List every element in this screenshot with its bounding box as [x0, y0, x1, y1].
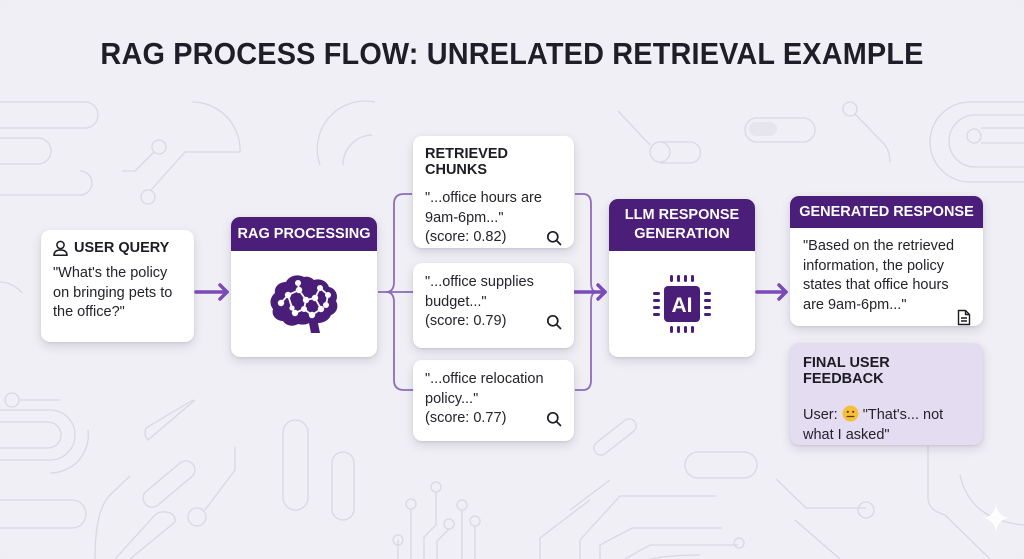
user-query-text: "What's the policy on bringing pets to t… — [53, 265, 173, 320]
user-query-card: USER QUERY "What's the policy on bringin… — [41, 230, 194, 342]
branch-rag-to-chunks — [378, 193, 413, 391]
chunk-score: (score: 0.82) — [425, 229, 507, 245]
feedback-quote: "That's... not what I asked" — [803, 407, 944, 443]
final-feedback-heading: FINAL USER FEEDBACK — [803, 355, 890, 387]
chunk-text: "...office supplies budget..." — [425, 274, 534, 310]
rag-processing-heading: RAG PROCESSING — [231, 217, 377, 251]
llm-generation-heading: LLM RESPONSE GENERATION — [609, 199, 755, 251]
generated-response-text: "Based on the retrieved information, the… — [803, 238, 955, 313]
rag-processing-card: RAG PROCESSING — [231, 217, 377, 357]
arrow-query-to-rag — [194, 283, 229, 301]
arrow-chunks-to-llm — [573, 283, 607, 301]
llm-heading-line2: GENERATION — [634, 226, 730, 242]
ai-chip-icon: AI — [653, 275, 711, 333]
retrieved-chunk-card: "...office relocation policy..." (score:… — [413, 360, 574, 441]
search-icon[interactable] — [546, 314, 562, 330]
retrieved-chunks-heading: RETRIEVED CHUNKS — [425, 146, 508, 178]
chunk-score: (score: 0.79) — [425, 313, 507, 329]
chunk-score: (score: 0.77) — [425, 410, 507, 426]
sparkle-icon — [983, 503, 1009, 533]
search-icon[interactable] — [546, 230, 562, 246]
brain-network-icon — [270, 275, 338, 333]
generated-response-card: GENERATED RESPONSE "Based on the retriev… — [790, 196, 983, 326]
retrieved-chunk-card: "...office supplies budget..." (score: 0… — [413, 263, 574, 348]
feedback-prefix: User: — [803, 407, 838, 423]
chunk-text: "...office relocation policy..." — [425, 371, 544, 407]
search-icon[interactable] — [546, 411, 562, 427]
diagram-title: RAG PROCESS FLOW: UNRELATED RETRIEVAL EX… — [100, 36, 924, 71]
user-query-heading: USER QUERY — [74, 240, 170, 256]
generated-response-heading: GENERATED RESPONSE — [790, 196, 983, 228]
document-icon[interactable] — [957, 309, 971, 326]
chunk-text: "...office hours are 9am-6pm..." — [425, 190, 542, 226]
user-icon — [53, 240, 68, 256]
llm-generation-card: LLM RESPONSE GENERATION AI — [609, 199, 755, 357]
neutral-face-icon — [842, 405, 859, 422]
arrow-llm-to-response — [755, 283, 788, 301]
llm-heading-line1: LLM RESPONSE — [624, 207, 740, 223]
final-feedback-card: FINAL USER FEEDBACK User: "That's... not… — [790, 343, 983, 445]
ai-chip-label: AI — [672, 294, 693, 317]
retrieved-chunk-card: RETRIEVED CHUNKS "...office hours are 9a… — [413, 136, 574, 248]
